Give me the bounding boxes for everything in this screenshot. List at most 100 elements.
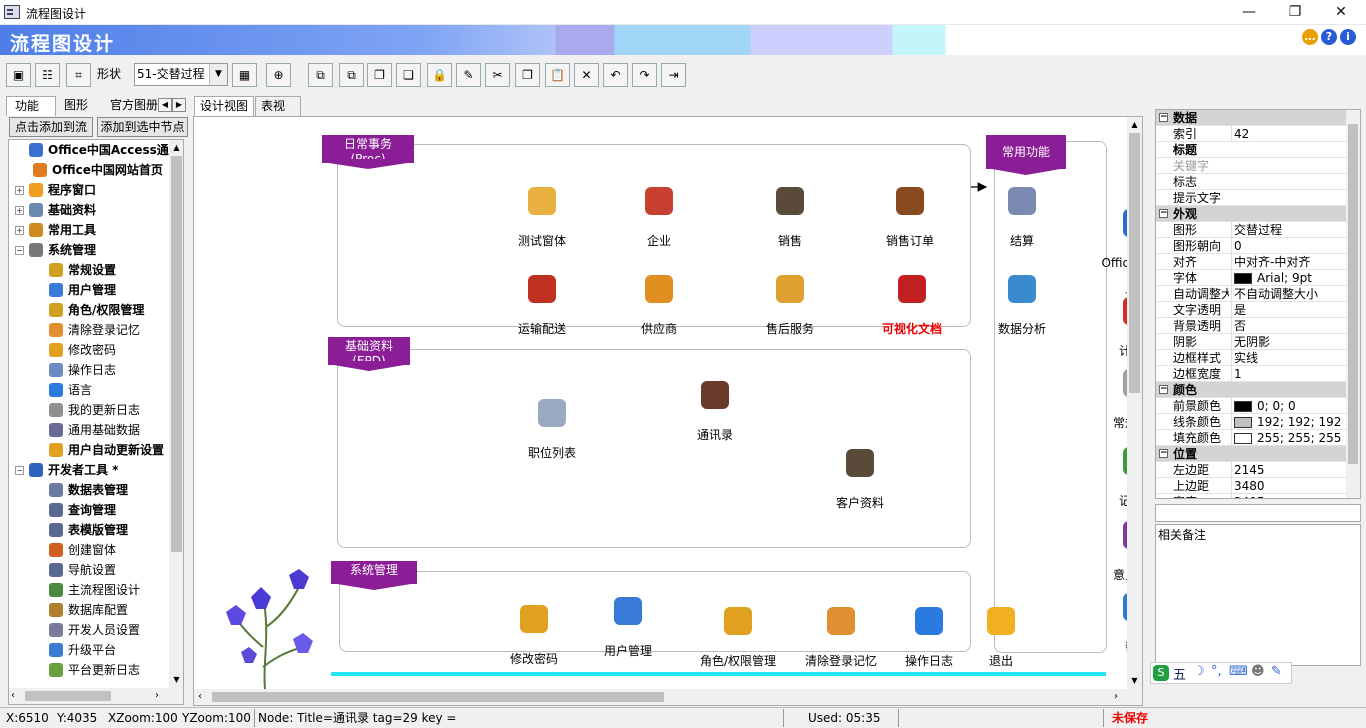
copy-icon[interactable]: ❐ [515,63,540,87]
tab-shapes[interactable]: 图形 [64,98,89,112]
flow-node-n3[interactable]: 销售 [750,173,830,249]
undo-icon[interactable]: ↶ [603,63,628,87]
maximize-button[interactable]: ❐ [1288,4,1302,20]
notes-panel[interactable]: 相关备注 [1155,524,1361,666]
panel-tag-common-functions[interactable]: 常用功能 [986,135,1066,169]
property-row[interactable]: 图形 交替过程 [1156,222,1360,238]
flow-node-n17[interactable]: 清除登录记忆 [801,593,881,669]
tree-expander-icon[interactable]: + [15,186,24,195]
exit-icon[interactable]: ⇥ [661,63,686,87]
tree-expander-icon[interactable]: − [15,246,24,255]
property-row[interactable]: 宽度 2495 [1156,494,1360,498]
flow-node-n11[interactable]: 职位列表 [512,385,592,461]
tab-functions[interactable]: 功能 [6,96,56,116]
property-value[interactable]: 0 [1231,238,1360,254]
property-row[interactable]: 边框宽度 1 [1156,366,1360,382]
scroll-down-icon[interactable]: ▼ [173,675,180,684]
property-scroll-thumb[interactable] [1348,124,1358,464]
property-row[interactable]: 关键字 [1156,158,1360,174]
grid-icon[interactable]: ▦ [232,63,257,87]
lock-icon[interactable]: 🔒 [427,63,452,87]
scroll-right-icon[interactable]: › [1114,691,1118,702]
flow-node-n8[interactable]: 售后服务 [750,261,830,337]
property-row[interactable]: 提示文字 [1156,190,1360,206]
flow-node-n14[interactable]: 修改密码 [494,591,574,667]
flow-node-n12[interactable]: 通讯录 [675,367,755,443]
flow-node-n19[interactable]: 退出 [961,593,1041,669]
chevron-down-icon[interactable]: ▼ [209,64,227,85]
align-icon[interactable]: ❐ [367,63,392,87]
panel-basic-data[interactable] [337,349,971,548]
collapse-icon[interactable]: − [1159,112,1168,122]
property-row[interactable]: 填充颜色 255; 255; 255 [1156,430,1360,446]
bring-front-icon[interactable]: ⧉ [308,63,333,87]
ime-mode-label[interactable]: 五 [1173,668,1187,683]
cut-icon[interactable]: ✂ [485,63,510,87]
collapse-icon[interactable]: − [1159,208,1168,218]
tree-horizontal-scrollbar[interactable]: ‹ › [9,688,183,704]
property-value[interactable]: 无阴影 [1231,334,1360,350]
shape-select[interactable]: 51-交替过程▼ [134,63,228,86]
property-value[interactable]: 不自动调整大小 [1231,286,1360,302]
user-icon[interactable]: ☻ [1251,664,1265,679]
redo-icon[interactable]: ↷ [632,63,657,87]
property-edit-box[interactable] [1155,504,1361,522]
property-value[interactable]: 255; 255; 255 [1231,430,1360,446]
canvas-horizontal-scrollbar[interactable]: ‹ › [194,689,1142,705]
moon-icon[interactable]: ☽ [1193,664,1205,679]
delete-icon[interactable]: ✕ [574,63,599,87]
canvas-scroll-thumb[interactable] [1129,133,1140,393]
panel-tag-basic-data[interactable]: 基础资料 (EPD) [328,337,410,368]
property-row[interactable]: 上边距 3480 [1156,478,1360,494]
property-row[interactable]: 左边距 2145 [1156,462,1360,478]
center-icon[interactable]: ⊕ [266,63,291,87]
flow-node-n1[interactable]: 测试窗体 [502,173,582,249]
property-value[interactable]: 是 [1231,302,1360,318]
flow-node-n10[interactable]: 数据分析 [982,261,1062,337]
scroll-left-icon[interactable]: ‹ [198,691,202,702]
design-canvas[interactable]: 日常事务 (Proc) 基础资料 (EPD) 系统管理 常用功能 测试窗体 企业… [193,116,1143,706]
tab-table-view[interactable]: 表视图 [255,96,301,132]
property-row[interactable]: 阴影 无阴影 [1156,334,1360,350]
panel-tag-system-admin[interactable]: 系统管理 [331,561,417,584]
property-row[interactable]: 标志 [1156,174,1360,190]
settings-icon[interactable]: ✎ [1271,664,1282,679]
property-row[interactable]: 背景透明 否 [1156,318,1360,334]
tree-scroll-thumb[interactable] [171,156,182,552]
sogou-icon[interactable]: S [1153,665,1169,681]
property-value[interactable]: 实线 [1231,350,1360,366]
property-value[interactable]: Arial; 9pt [1231,270,1360,286]
canvas-vertical-scrollbar[interactable]: ▲ ▼ [1127,117,1142,689]
group-icon[interactable]: ❏ [396,63,421,87]
property-value[interactable]: 192; 192; 192 [1231,414,1360,430]
table-icon[interactable]: ☷ [35,63,60,87]
property-value[interactable]: 否 [1231,318,1360,334]
flow-node-n13[interactable]: 客户资料 [820,435,900,511]
property-section[interactable]: −数据 [1156,110,1360,126]
scroll-left-icon[interactable]: ‹ [11,690,15,701]
property-section[interactable]: −外观 [1156,206,1360,222]
send-back-icon[interactable]: ⧉ [339,63,364,87]
flow-node-n7[interactable]: 供应商 [619,261,699,337]
properties-icon[interactable]: ✎ [456,63,481,87]
property-row[interactable]: 前景颜色 0; 0; 0 [1156,398,1360,414]
flow-node-n9[interactable]: 可视化文档 [872,261,952,337]
flow-node-n15[interactable]: 用户管理 [588,583,668,659]
tree-hscroll-thumb[interactable] [25,691,111,701]
minimize-button[interactable]: — [1242,4,1256,20]
tree-expander-icon[interactable]: + [15,226,24,235]
panel-system-admin[interactable] [339,571,971,652]
scroll-up-icon[interactable]: ▲ [1131,120,1138,129]
property-value[interactable]: 0; 0; 0 [1231,398,1360,414]
property-section[interactable]: −颜色 [1156,382,1360,398]
close-button[interactable]: ✕ [1335,4,1347,20]
scroll-right-icon[interactable]: › [155,690,159,701]
flow-node-n2[interactable]: 企业 [619,173,699,249]
add-to-selected-node-button[interactable]: 添加到选中节点 [97,117,188,137]
property-value[interactable]: 交替过程 [1231,222,1360,238]
ime-toolbar[interactable]: S 五 ☽ °, ⌨ ☻ ✎ [1150,662,1292,684]
save-icon[interactable]: ▣ [6,63,31,87]
info-icon[interactable]: i [1340,29,1356,45]
chat-icon[interactable]: … [1302,29,1318,45]
flow-node-n18[interactable]: 操作日志 [889,593,969,669]
